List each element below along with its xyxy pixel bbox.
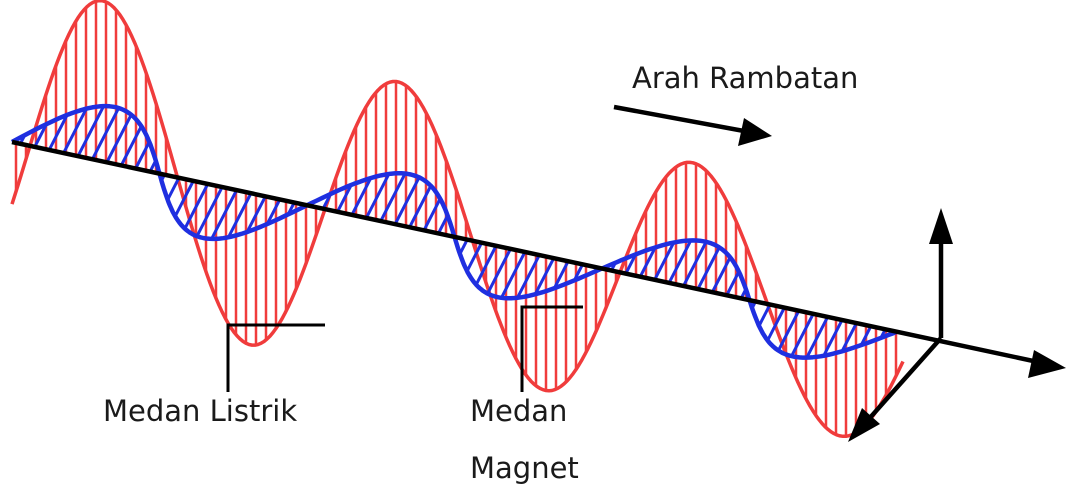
magnetic-hatch-line: [578, 106, 832, 358]
magnetic-hatch-line: [866, 106, 897, 358]
magnetic-hatch-line: [850, 106, 897, 358]
electric-field-leader: [226, 323, 325, 392]
magnetic-hatch-line: [338, 106, 592, 358]
magnetic-hatch-line: [948, 0, 1068, 488]
magnetic-field-leader: [520, 305, 583, 392]
magnetic-field-label-line1: Medan: [470, 394, 567, 428]
magnetic-hatch-line: [1044, 0, 1068, 488]
magnetic-hatch-line: [1012, 0, 1068, 488]
magnetic-hatch-line: [996, 0, 1068, 488]
magnetic-hatch-line: [1028, 0, 1068, 488]
coordinate-axes: [848, 208, 953, 442]
direction-label: Arah Rambatan: [632, 61, 858, 95]
magnetic-hatch-line: [980, 0, 1068, 488]
magnetic-hatch-line: [12, 106, 96, 358]
direction-arrow: [613, 104, 772, 146]
magnetic-hatch-line: [12, 106, 16, 358]
axis-arrowhead: [1028, 350, 1066, 378]
magnetic-hatch-line: [1060, 0, 1068, 488]
magnetic-hatch-line: [12, 106, 48, 358]
magnetic-hatch-line: [900, 0, 1068, 488]
electric-field-label: Medan Listrik: [103, 394, 297, 428]
magnetic-hatch-line: [12, 106, 32, 358]
magnetic-hatch-line: [882, 106, 897, 358]
propagation-axis: [11, 139, 1039, 365]
magnetic-field-label-line2: Magnet: [470, 451, 579, 485]
magnetic-hatch-line: [964, 0, 1068, 488]
magnetic-hatch-line: [562, 106, 816, 358]
